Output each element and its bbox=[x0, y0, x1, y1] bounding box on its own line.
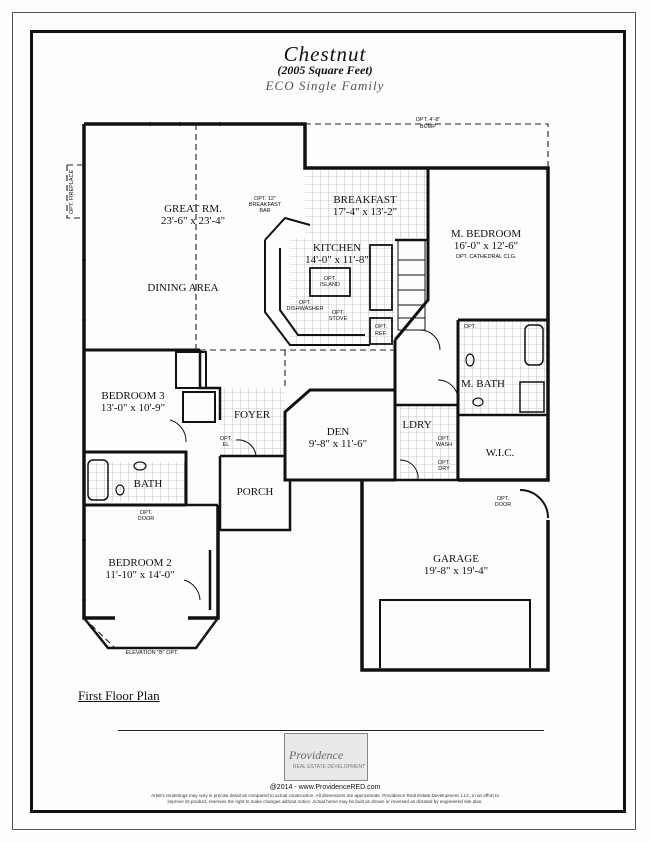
bedroom2-label: BEDROOM 2 bbox=[108, 557, 171, 569]
wic-label: W.I.C. bbox=[486, 447, 515, 459]
elevation-note: ELEVATION "B" OPT. bbox=[126, 650, 179, 656]
dishwasher-note-1: OPT. bbox=[299, 300, 312, 306]
garage-label: GARAGE bbox=[433, 553, 479, 565]
kitchen-dims: 14'-0" x 11'-8" bbox=[305, 254, 369, 266]
logo-wordmark: Providence bbox=[289, 748, 344, 762]
dry-note-2: DRY bbox=[438, 466, 450, 472]
garage-dims: 19'-8" x 19'-4" bbox=[424, 565, 488, 577]
disclaimer: Artist's renderings may vary in precise … bbox=[151, 793, 499, 804]
optional-dashed-lines bbox=[66, 123, 549, 649]
bath-label: BATH bbox=[134, 478, 163, 490]
foyer-label: FOYER bbox=[234, 409, 271, 421]
tiled-floors bbox=[88, 168, 546, 502]
mbath-opt-note: OPT. bbox=[464, 324, 477, 330]
ref-note-2: REF. bbox=[375, 331, 387, 337]
great-room-dims: 23'-6" x 23'-4" bbox=[161, 215, 225, 227]
plan-label: First Floor Plan bbox=[78, 688, 160, 703]
providence-logo: Providence REAL ESTATE DEVELOPMENT bbox=[284, 733, 368, 781]
breakfast-bar-note-2: BREAKFAST bbox=[249, 202, 282, 208]
master-bedroom-note: OPT. CATHEDRAL CLG. bbox=[456, 254, 517, 260]
stove-note-1: OPT. bbox=[332, 310, 345, 316]
inner-frame bbox=[30, 30, 626, 813]
copyright: @2014 - www.ProvidenceRED.com bbox=[269, 784, 381, 791]
great-room-label: GREAT RM. bbox=[164, 203, 222, 215]
breakfast-bar-note-1: OPT. 12" bbox=[254, 196, 276, 202]
stove-note-2: STOVE bbox=[329, 316, 348, 322]
island-note-1: OPT. bbox=[324, 276, 337, 282]
signature-line bbox=[118, 730, 544, 731]
kitchen-label: KITCHEN bbox=[313, 242, 361, 254]
bath-door-note-2: DOOR bbox=[138, 516, 155, 522]
bump-note-2: BUMP bbox=[420, 124, 436, 130]
fireplace-note: OPT. FIREPLACE bbox=[69, 170, 75, 215]
garage-door-note-1: OPT. bbox=[497, 496, 510, 502]
breakfast-label: BREAKFAST bbox=[333, 194, 397, 206]
dry-note-1: OPT. bbox=[438, 460, 451, 466]
island-note-2: ISLAND bbox=[320, 282, 340, 288]
porch-label: PORCH bbox=[237, 486, 274, 498]
outer-frame bbox=[12, 12, 636, 830]
bump-note-1: OPT. 4'-8" bbox=[416, 117, 441, 123]
master-bedroom-dims: 16'-0" x 12'-6" bbox=[454, 240, 518, 252]
ref-note-1: OPT. bbox=[375, 324, 388, 330]
master-bath-label: M. BATH bbox=[461, 378, 505, 390]
bedroom2-dims: 11'-10" x 14'-0" bbox=[105, 569, 174, 581]
dishwasher-note-2: DISHWASHER bbox=[286, 306, 323, 312]
bedroom3-dims: 13'-0" x 10'-9" bbox=[101, 402, 165, 414]
laundry-label: LDRY bbox=[402, 419, 431, 431]
master-bedroom-label: M. BEDROOM bbox=[451, 228, 522, 240]
breakfast-dims: 17'-4" x 13'-2" bbox=[333, 206, 397, 218]
opt-el-note-1: OPT. bbox=[220, 436, 233, 442]
den-dims: 9'-8" x 11'-6" bbox=[309, 438, 367, 450]
wash-note-1: OPT. bbox=[438, 436, 451, 442]
plan-title: Chestnut bbox=[283, 42, 367, 66]
bath-door-note-1: OPT. bbox=[140, 510, 153, 516]
bedroom3-label: BEDROOM 3 bbox=[101, 390, 165, 402]
den-label: DEN bbox=[327, 426, 350, 438]
dining-area-label: DINING AREA bbox=[147, 282, 218, 294]
garage-door-note-2: DOOR bbox=[495, 502, 512, 508]
plan-series: ECO Single Family bbox=[265, 78, 385, 93]
plan-square-feet: (2005 Square Feet) bbox=[277, 63, 373, 77]
breakfast-bar-note-3: BAR bbox=[259, 208, 270, 214]
logo-subtext: REAL ESTATE DEVELOPMENT bbox=[293, 764, 366, 770]
wash-note-2: WASH bbox=[436, 442, 452, 448]
opt-el-note-2: EL bbox=[223, 442, 230, 448]
